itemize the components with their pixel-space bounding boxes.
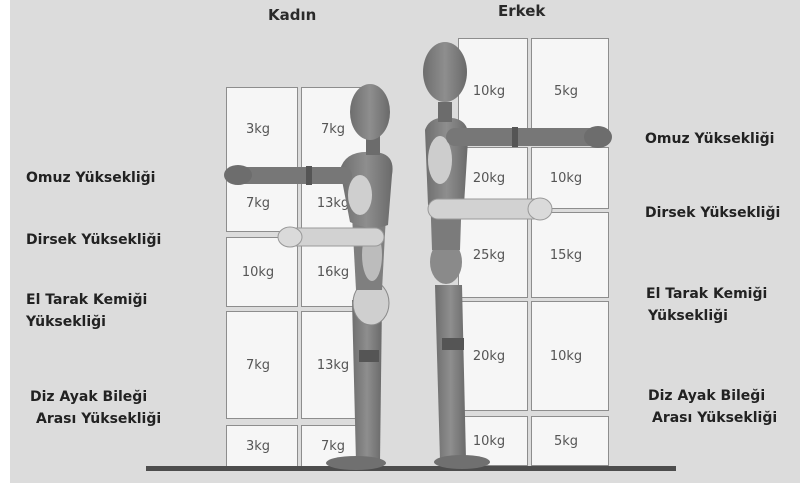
right-label-knuckle-2: Yüksekliği — [648, 305, 728, 327]
left-label-knuckle-2: Yüksekliği — [26, 311, 106, 333]
left-label-elbow: Dirsek Yüksekliği — [26, 229, 161, 251]
left-label-knee-1: Diz Ayak Bileği — [30, 386, 147, 408]
left-label-knee-2: Arası Yüksekliği — [36, 408, 161, 430]
male-mannequin — [423, 42, 612, 469]
right-label-knuckle-1: El Tarak Kemiği — [646, 283, 767, 305]
right-label-knee-2: Arası Yüksekliği — [652, 407, 777, 429]
right-label-elbow: Dirsek Yüksekliği — [645, 202, 780, 224]
right-label-knee-1: Diz Ayak Bileği — [648, 385, 765, 407]
left-label-knuckle-1: El Tarak Kemiği — [26, 289, 147, 311]
left-label-shoulder: Omuz Yüksekliği — [26, 167, 155, 189]
female-mannequin — [224, 84, 393, 470]
right-label-shoulder: Omuz Yüksekliği — [645, 128, 774, 150]
